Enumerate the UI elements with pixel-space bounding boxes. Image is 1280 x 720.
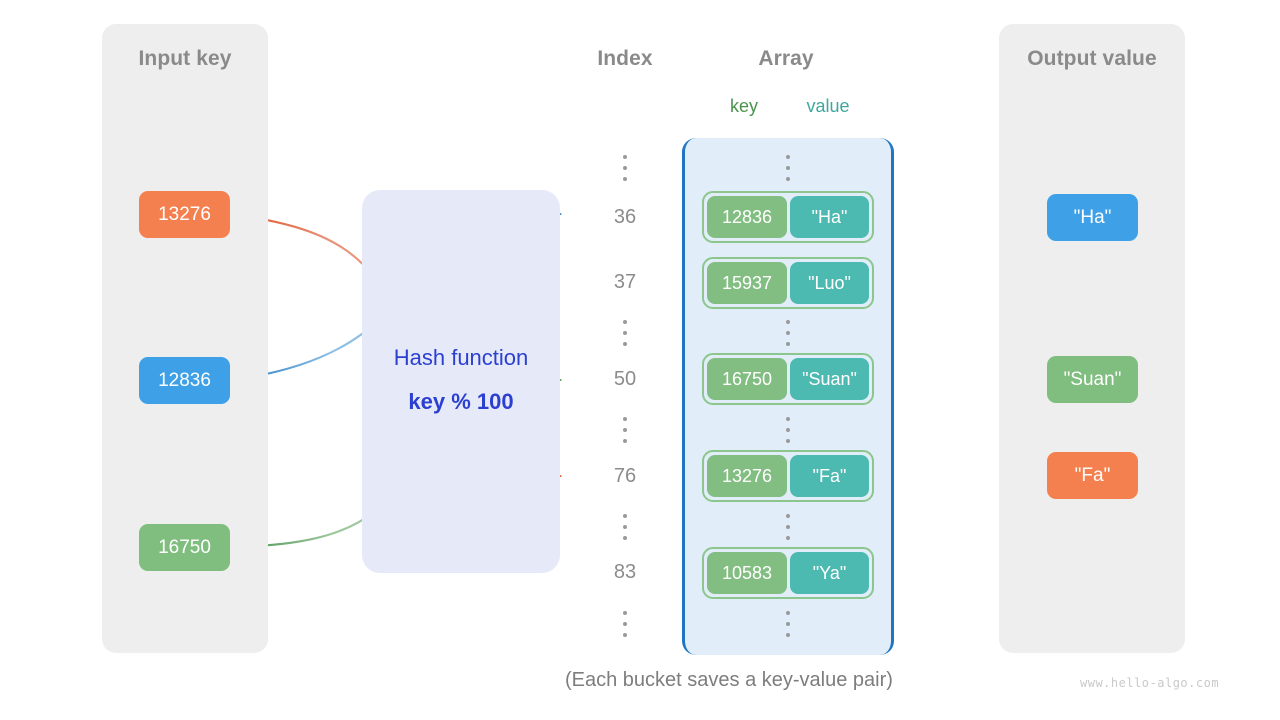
index-ellipsis-bottom	[615, 611, 635, 637]
index-value-50: 50	[613, 368, 637, 390]
bucket-36-key: 12836	[707, 196, 787, 238]
bucket-37[interactable]: 15937 "Luo"	[702, 257, 874, 309]
input-key-13276[interactable]: 13276	[139, 191, 230, 238]
input-panel-title: Input key	[138, 47, 232, 70]
bucket-76-key: 13276	[707, 455, 787, 497]
index-value-36: 36	[613, 206, 637, 228]
input-key-12836[interactable]: 12836	[139, 357, 230, 404]
array-column-label-key: key	[729, 96, 758, 116]
hash-function-title: Hash function	[393, 345, 529, 370]
array-title: Array	[758, 47, 814, 70]
index-ellipsis-3	[615, 417, 635, 443]
bucket-50[interactable]: 16750 "Suan"	[702, 353, 874, 405]
array-ellipsis-2	[778, 320, 798, 346]
index-ellipsis-2	[615, 320, 635, 346]
index-value-37: 37	[613, 271, 637, 293]
bucket-83-key: 10583	[707, 552, 787, 594]
index-ellipsis-4	[615, 514, 635, 540]
bucket-36[interactable]: 12836 "Ha"	[702, 191, 874, 243]
array-ellipsis-bottom	[778, 611, 798, 637]
index-value-76: 76	[613, 465, 637, 487]
output-value-suan[interactable]: "Suan"	[1047, 356, 1138, 403]
diagram-caption: (Each bucket saves a key-value pair)	[565, 669, 893, 691]
bucket-37-value: "Luo"	[790, 262, 869, 304]
hash-function-formula: key % 100	[408, 389, 514, 414]
bucket-76[interactable]: 13276 "Fa"	[702, 450, 874, 502]
hash-function-panel: Hash function key % 100	[362, 190, 560, 573]
output-value-ha[interactable]: "Ha"	[1047, 194, 1138, 241]
array-ellipsis-3	[778, 417, 798, 443]
bucket-50-key: 16750	[707, 358, 787, 400]
index-value-83: 83	[613, 561, 637, 583]
bucket-36-value: "Ha"	[790, 196, 869, 238]
bucket-76-value: "Fa"	[790, 455, 869, 497]
input-key-16750[interactable]: 16750	[139, 524, 230, 571]
index-ellipsis-top	[615, 155, 635, 181]
output-value-fa[interactable]: "Fa"	[1047, 452, 1138, 499]
bucket-83-value: "Ya"	[790, 552, 869, 594]
output-value-panel: Output value	[999, 24, 1185, 653]
array-column-label-value: value	[806, 96, 850, 116]
output-panel-title: Output value	[1027, 47, 1157, 70]
bucket-50-value: "Suan"	[790, 358, 869, 400]
index-column-title: Index	[597, 47, 653, 70]
watermark: www.hello-algo.com	[1080, 676, 1220, 690]
bucket-37-key: 15937	[707, 262, 787, 304]
array-ellipsis-top	[778, 155, 798, 181]
array-ellipsis-4	[778, 514, 798, 540]
bucket-83[interactable]: 10583 "Ya"	[702, 547, 874, 599]
